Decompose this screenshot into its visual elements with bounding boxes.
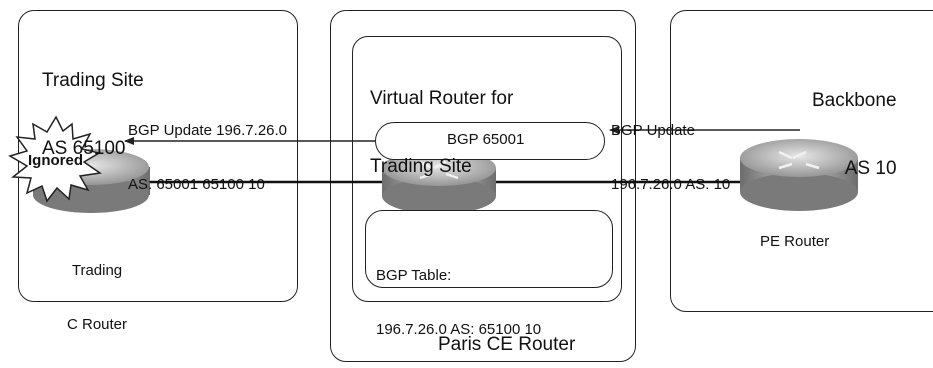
bgp-table-line2: 196.7.26.0 AS: 65100 10 — [376, 321, 542, 338]
backbone-title-line1: Backbone — [812, 89, 897, 111]
virtual-router-title-line1: Virtual Router for — [370, 87, 514, 109]
bgp-table-label: BGP Table: 196.7.26.0 AS: 65100 10 — [376, 231, 541, 357]
update-left-line1: BGP Update 196.7.26.0 — [128, 122, 288, 139]
update-right-line1: BGP Update — [611, 122, 695, 139]
trading-site-title: Trading Site AS 65100 — [42, 24, 144, 184]
update-right-label: BGP Update 196.7.26.0 AS: 10 — [611, 86, 730, 212]
trading-site-title-line2: AS 65100 — [42, 137, 126, 159]
virtual-router-title: Virtual Router for Trading Site — [370, 42, 513, 202]
update-left-label: BGP Update 196.7.26.0 AS: 65001 65100 10 — [128, 86, 287, 212]
backbone-title-line2: AS 10 — [844, 157, 897, 179]
update-left-line2: AS: 65001 65100 10 — [128, 176, 265, 193]
backbone-title: Backbone AS 10 — [812, 44, 897, 204]
trading-router-label-line1: Trading — [71, 262, 123, 279]
trading-router-label: Trading C Router — [62, 226, 132, 352]
ignored-starburst-icon — [8, 115, 102, 203]
pe-router-label: PE Router — [760, 233, 830, 250]
virtual-router-box — [352, 36, 622, 302]
ignored-label: Ignored — [28, 152, 83, 169]
bgp-session-label: BGP 65001 — [447, 131, 525, 148]
update-right-line2: 196.7.26.0 AS: 10 — [611, 176, 731, 193]
bgp-session-pill — [375, 122, 605, 160]
bgp-table-box — [365, 210, 613, 288]
paris-ce-router-label: Paris CE Router — [438, 334, 576, 355]
backbone-box — [670, 10, 933, 312]
trading-router-label-line2: C Router — [66, 316, 128, 333]
virtual-router-title-line2: Trading Site — [370, 155, 472, 177]
trading-site-title-line1: Trading Site — [42, 69, 144, 91]
paris-ce-router-box — [330, 10, 636, 362]
pe-router-icon — [740, 139, 858, 211]
bgp-table-line1: BGP Table: — [376, 267, 452, 284]
